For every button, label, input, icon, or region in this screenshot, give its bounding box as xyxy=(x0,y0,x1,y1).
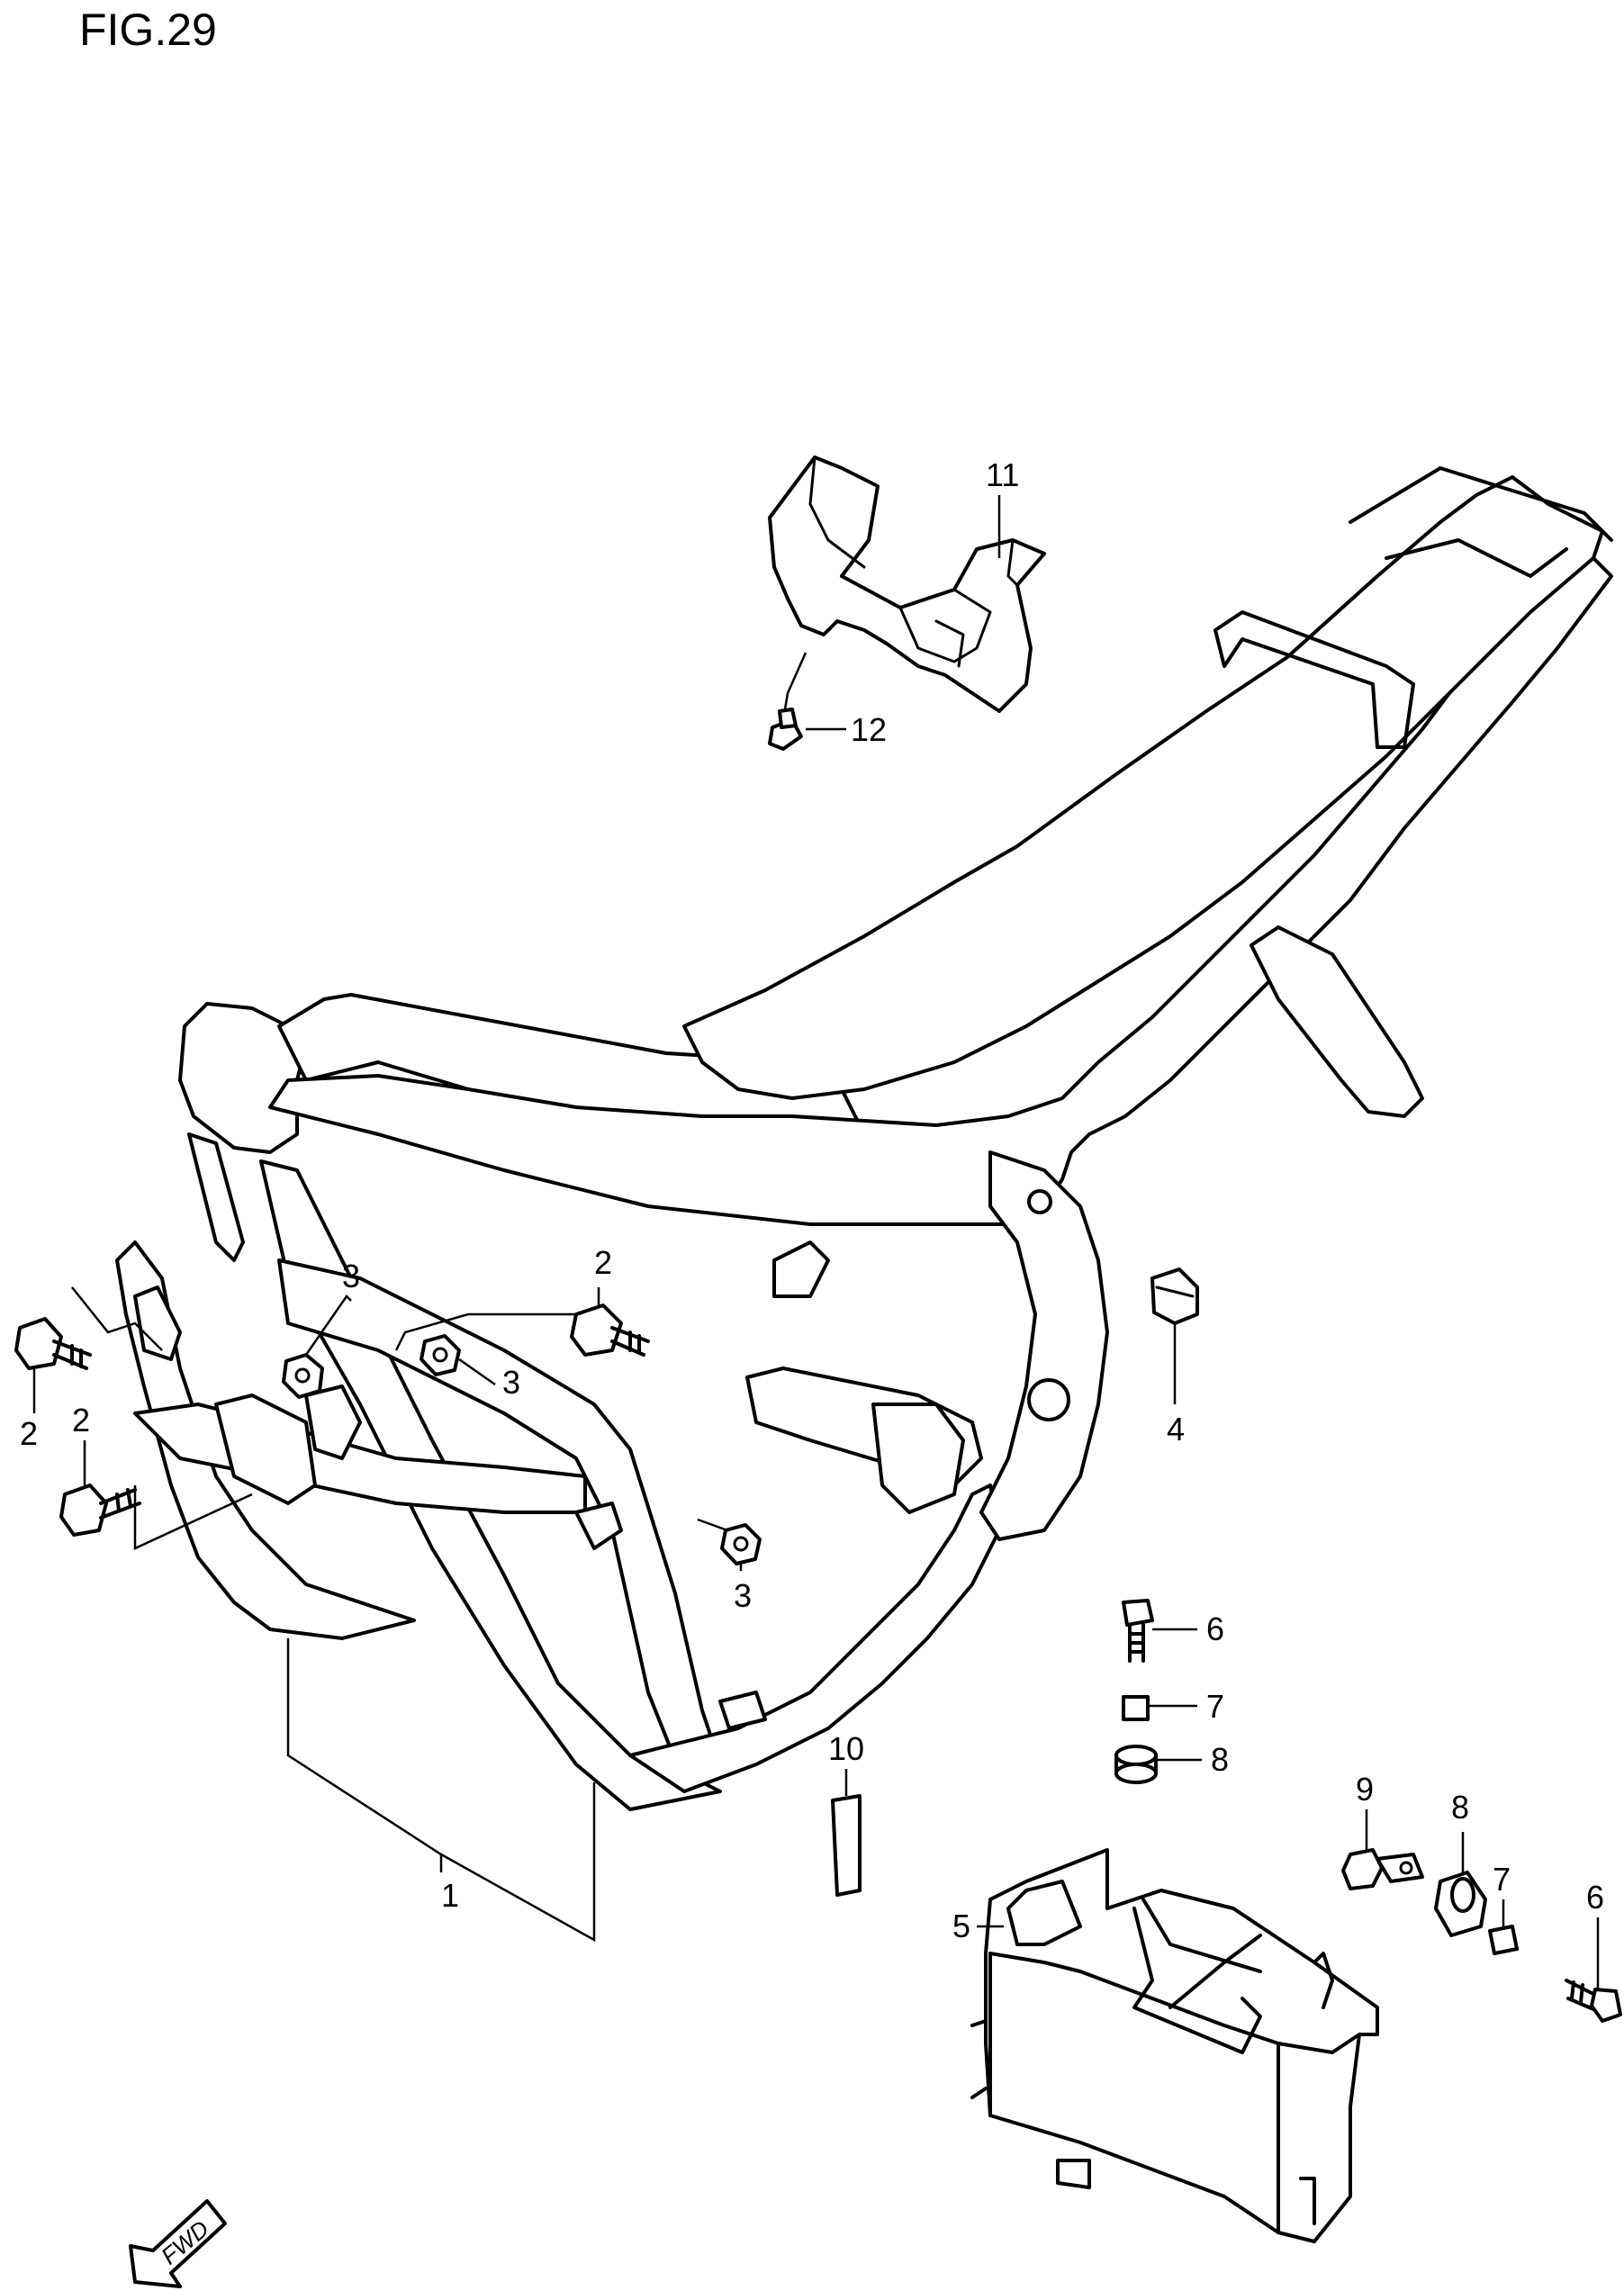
callout-4: 4 xyxy=(1167,1411,1185,1448)
callout-12: 12 xyxy=(851,711,887,748)
callout-6-top: 6 xyxy=(1206,1610,1224,1647)
part-6-bolt-top xyxy=(1122,1599,1197,1663)
callout-3-b: 3 xyxy=(502,1364,520,1401)
part-8-rubber-top xyxy=(1114,1745,1202,1784)
part-3-nut-c xyxy=(697,1518,762,1571)
part-2-bolt-top xyxy=(570,1287,650,1357)
part-4-plug xyxy=(1150,1267,1199,1404)
part-2-bolt-left-upper xyxy=(14,1317,92,1413)
leader-2-lower xyxy=(133,1485,253,1550)
figure-title: FIG.29 xyxy=(79,5,217,55)
callout-2-left-lower: 2 xyxy=(72,1402,90,1439)
callout-2-top: 2 xyxy=(594,1244,612,1281)
part-1-leader xyxy=(286,1638,596,1943)
fwd-arrow-icon: FWD xyxy=(129,2199,227,2288)
callout-1: 1 xyxy=(441,1877,459,1914)
callout-6-right: 6 xyxy=(1586,1879,1604,1916)
callout-7-right: 7 xyxy=(1493,1861,1511,1898)
part-3-nut-a xyxy=(282,1294,352,1399)
callout-5: 5 xyxy=(952,1908,970,1944)
part-7-collar-top xyxy=(1122,1695,1197,1721)
part-3-nut-b xyxy=(420,1334,496,1386)
part-5-battery-holder xyxy=(970,1848,1379,2243)
callout-7-top: 7 xyxy=(1206,1688,1224,1725)
part-7-collar-right xyxy=(1488,1899,1519,1955)
part-2-bolt-left-lower xyxy=(59,1440,141,1537)
part-8-rubber-right xyxy=(1434,1832,1487,1937)
part-1-frame xyxy=(115,466,1613,1811)
callout-8-top: 8 xyxy=(1211,1741,1229,1778)
part-11-bracket xyxy=(768,455,1046,713)
part-9-nut xyxy=(1341,1809,1424,1890)
callout-2-left-upper: 2 xyxy=(20,1415,38,1452)
callout-11: 11 xyxy=(986,456,1019,493)
part-12-bolt xyxy=(768,652,807,751)
leader-2-upper xyxy=(71,1286,163,1351)
callout-10: 10 xyxy=(828,1730,864,1767)
part-10-label xyxy=(831,1769,862,1897)
callout-9: 9 xyxy=(1356,1771,1374,1808)
leader-2-top xyxy=(394,1312,576,1351)
part-6-bolt-right xyxy=(1565,1917,1622,2023)
callout-3-a: 3 xyxy=(342,1258,360,1294)
callout-8-right: 8 xyxy=(1451,1789,1469,1826)
callout-3-c: 3 xyxy=(734,1577,752,1614)
